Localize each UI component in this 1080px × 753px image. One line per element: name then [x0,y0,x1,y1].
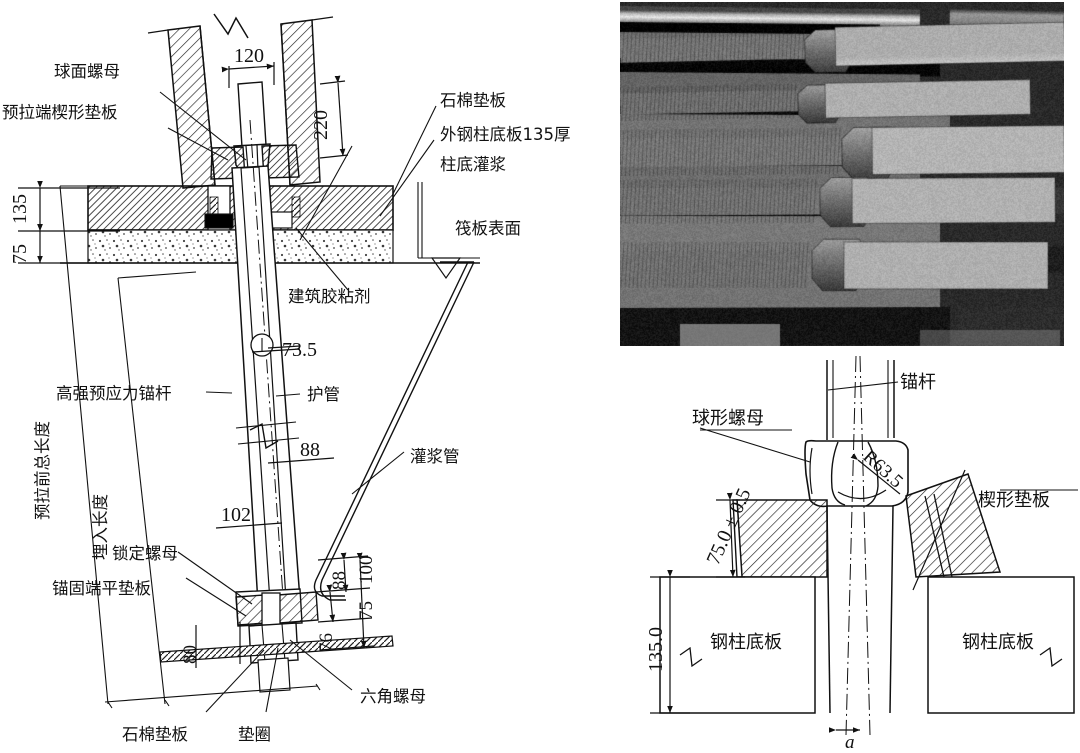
label-embedded-length: 埋入长度 [91,494,110,560]
dim-bottom-a: 88 [329,571,350,590]
label-hex-nut: 六角螺母 [360,687,426,706]
anchor-rod-photograph [620,2,1064,346]
label-base-plate-right: 钢柱底板 [962,632,1034,653]
dim-plate-thickness: 135 [9,194,31,224]
label-spherical-nut: 球面螺母 [54,62,120,81]
label-spherical-nut-detail: 球形螺母 [692,408,764,429]
label-washer: 垫圈 [238,725,271,744]
dim-base-plate-thickness: 135.0 [645,627,667,672]
label-total-length-before-pretension: 预拉前总长度 [33,421,52,520]
label-base-plate-left: 钢柱底板 [710,632,782,653]
label-locking-nut: 锁定螺母 [112,544,178,563]
label-asbestos-pad-top: 石棉垫板 [440,91,506,110]
label-grouting-pipe: 灌浆管 [410,447,460,466]
label-wedge-plate: 楔形垫板 [978,490,1050,511]
grouting-pipe [314,262,474,600]
label-anchorage-end-flat-plate: 锚固端平垫板 [52,579,151,598]
label-construction-adhesive: 建筑胶粘剂 [288,287,371,306]
label-high-strength-anchor: 高强预应力锚杆 [56,384,172,403]
label-sheath-pipe: 护管 [307,385,340,404]
dim-top-height: 220 [310,110,332,140]
dim-bottom-e: 80 [180,645,201,664]
dim-tilt-angle: a [845,732,855,753]
dim-top-width: 120 [234,45,264,67]
dim-bottom-c: 100 [356,556,377,585]
label-raft-surface: 筏板表面 [455,219,521,238]
left-section-geometry [60,14,480,708]
dim-rod-d3: 102 [221,504,251,526]
label-column-base-grouting: 柱底灌浆 [440,155,506,174]
label-asbestos-pad-bottom: 石棉垫板 [122,725,188,744]
label-anchor-rod: 锚杆 [900,372,936,393]
dim-bottom-b: 75 [356,601,377,620]
label-pretension-wedge-plate: 预拉端楔形垫板 [2,103,118,122]
dim-rod-d2: 88 [300,439,320,461]
dim-grout-thickness: 75 [9,244,31,264]
dim-bottom-d: 76 [316,633,337,652]
dim-rod-d1: 73.5 [282,339,317,361]
label-outer-steel-base-plate: 外钢柱底板135厚 [440,125,571,144]
